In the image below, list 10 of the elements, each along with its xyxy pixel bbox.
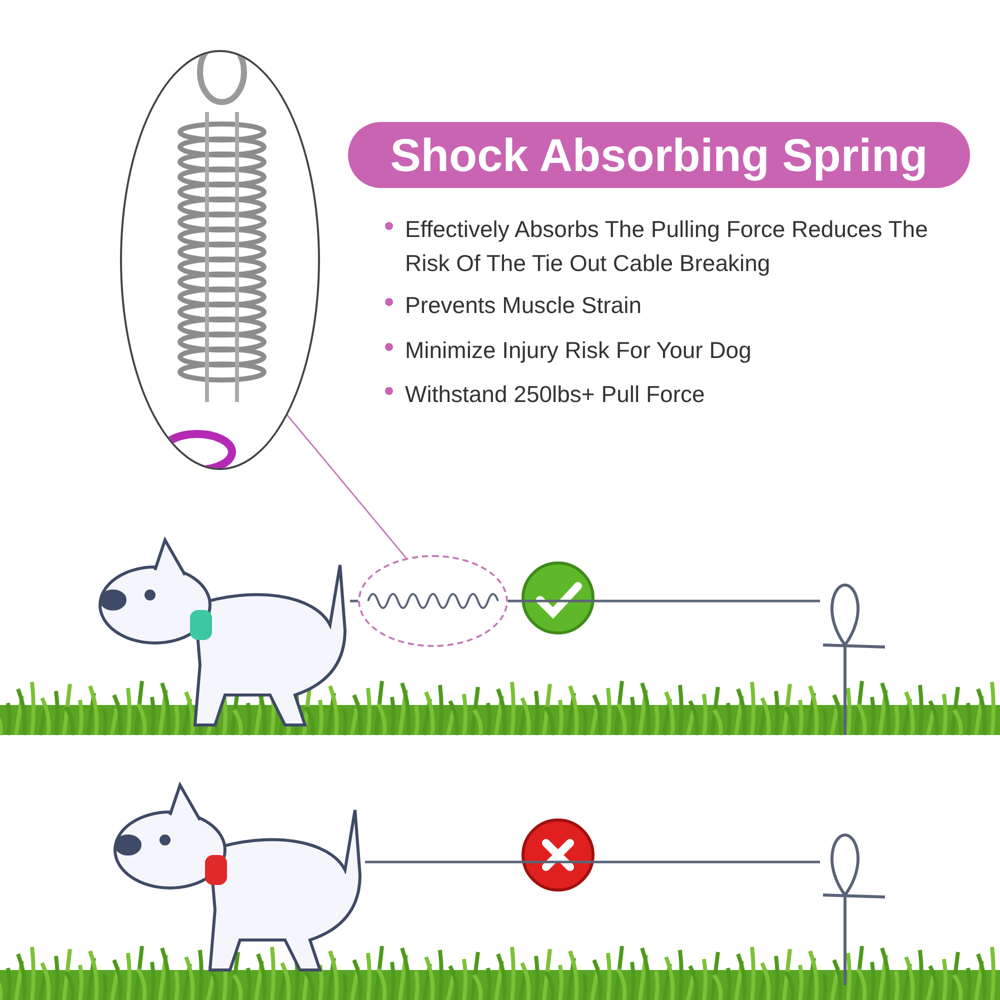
feature-text: Prevents Muscle Strain — [405, 291, 642, 320]
feature-text: Minimize Injury Risk For Your Dog — [405, 336, 752, 365]
tie-out-cable — [365, 860, 820, 864]
feature-text: Withstand 250lbs+ Pull Force — [405, 380, 705, 409]
feature-text: Effectively Absorbs The Pulling Force Reduces The Risk Of The Tie Out Cable Breaking — [405, 215, 929, 278]
leader-line — [286, 414, 407, 559]
tie-out-cable — [350, 600, 358, 602]
title-pill: Shock Absorbing Spring — [348, 122, 970, 188]
highlight-ellipse — [358, 555, 508, 647]
tie-out-cable — [508, 600, 820, 602]
